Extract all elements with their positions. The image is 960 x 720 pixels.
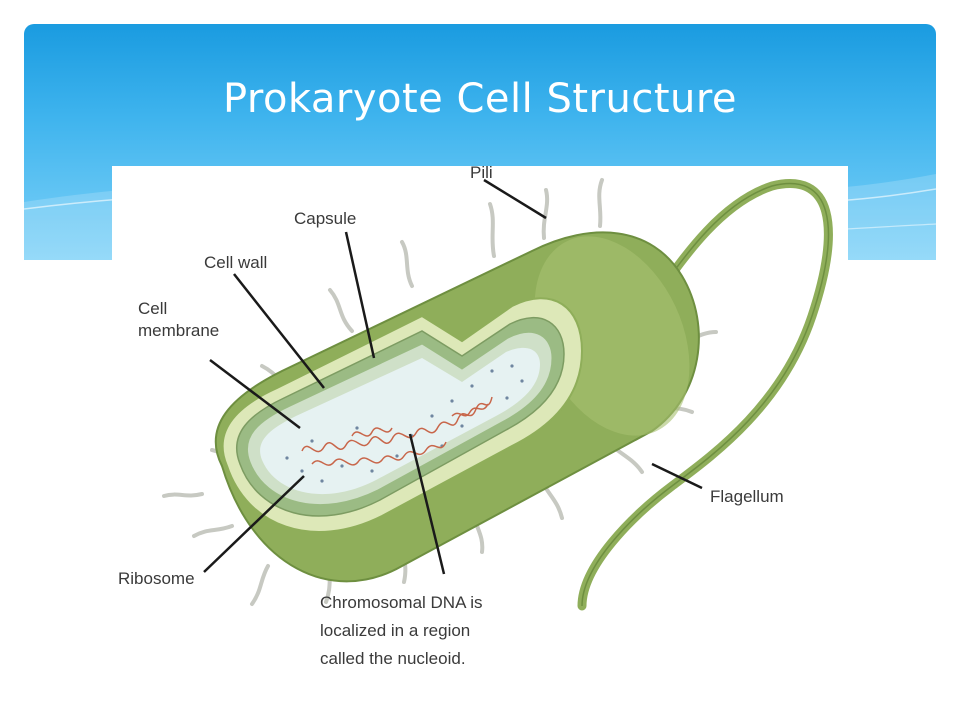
cell-membrane-leader bbox=[209, 359, 301, 429]
label-cell-membrane-line2: membrane bbox=[138, 321, 219, 340]
prokaryote-cell-diagram: Pili Capsule Cell wall Cell membrane Fla… bbox=[112, 166, 848, 690]
cytoplasm bbox=[260, 347, 540, 495]
flagellum-leader bbox=[651, 462, 703, 490]
label-ribosome: Ribosome bbox=[118, 569, 195, 588]
label-dna-line1: Chromosomal DNA is bbox=[320, 593, 483, 612]
leader-lines bbox=[203, 178, 703, 575]
label-pili: Pili bbox=[470, 166, 493, 182]
label-capsule: Capsule bbox=[294, 209, 356, 228]
label-dna-line2: localized in a region bbox=[320, 621, 470, 640]
capsule-leader bbox=[344, 231, 376, 359]
label-cell-membrane-line1: Cell bbox=[138, 299, 167, 318]
pili-leader bbox=[483, 178, 547, 220]
label-flagellum: Flagellum bbox=[710, 487, 784, 506]
label-dna-line3: called the nucleoid. bbox=[320, 649, 466, 668]
slide-title: Prokaryote Cell Structure bbox=[222, 76, 738, 122]
cell-wall-leader bbox=[233, 273, 325, 389]
chromosomal-dna bbox=[301, 396, 493, 466]
label-cell-wall: Cell wall bbox=[204, 253, 267, 272]
ribosome-leader bbox=[203, 475, 305, 573]
dna-leader bbox=[408, 433, 446, 575]
